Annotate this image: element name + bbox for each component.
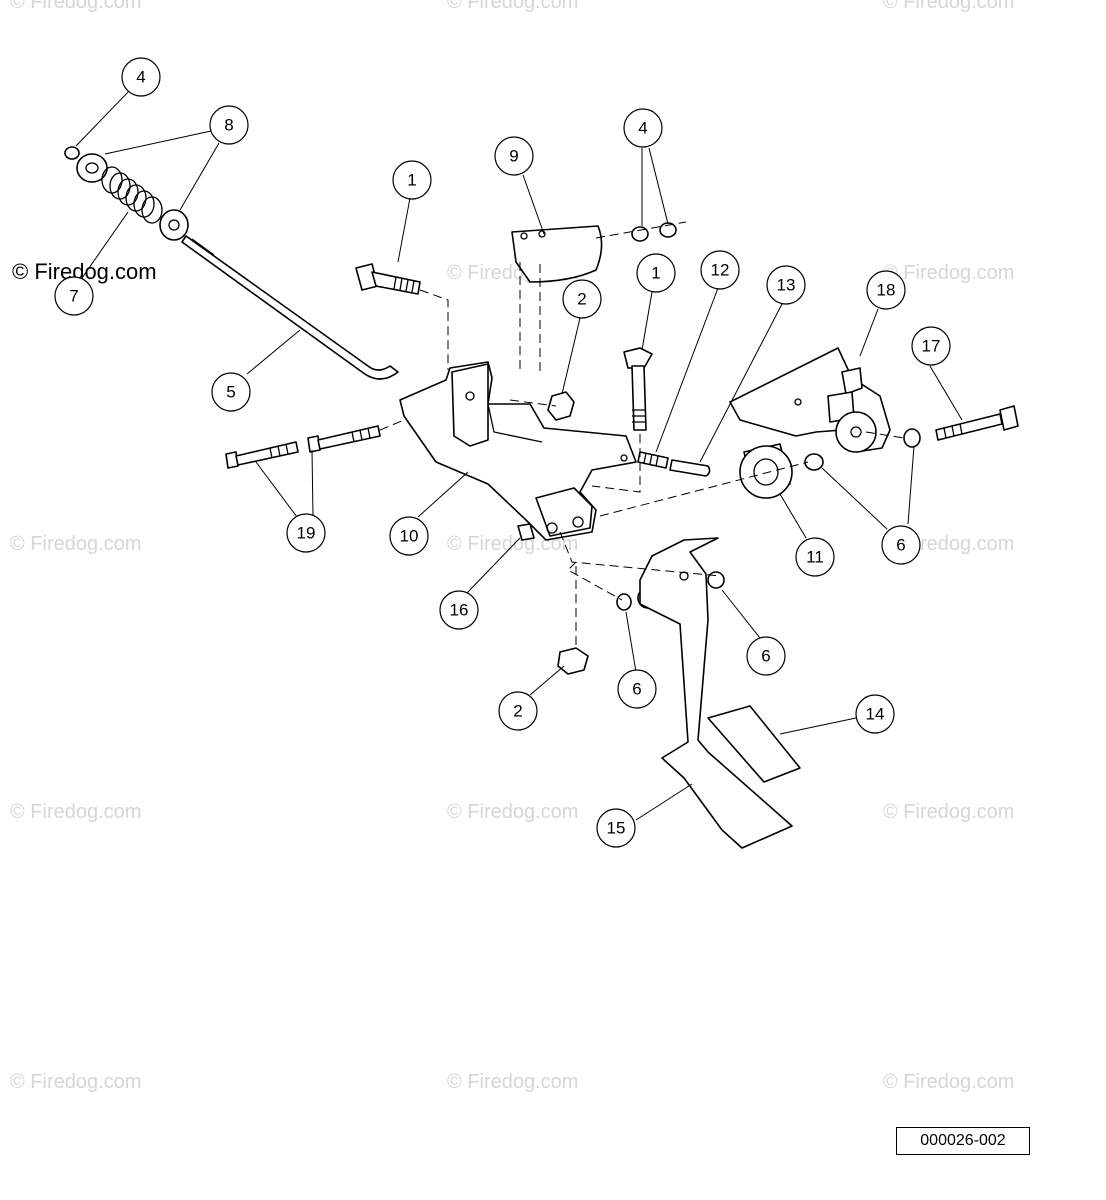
callout-6: 6: [881, 525, 921, 565]
brackets: [399, 225, 891, 541]
svg-text:7: 7: [69, 287, 78, 306]
callout-6: 6: [746, 636, 786, 676]
svg-text:16: 16: [450, 601, 469, 620]
callout-14: 14: [855, 694, 895, 734]
svg-text:19: 19: [297, 524, 316, 543]
watermark-text: © Firedog.com: [883, 262, 1014, 284]
watermark-text: © Firedog.com: [10, 1071, 141, 1093]
svg-text:1: 1: [651, 264, 660, 283]
callout-7: 7: [54, 276, 94, 316]
callout-16: 16: [439, 590, 479, 630]
callout-12: 12: [700, 250, 740, 290]
callout-4: 4: [121, 57, 161, 97]
callout-13: 13: [766, 265, 806, 305]
callout-18: 18: [866, 270, 906, 310]
svg-text:12: 12: [711, 261, 730, 280]
watermark-text: © Firedog.com: [10, 801, 141, 823]
reference-code-box: 000026-002: [896, 1127, 1030, 1155]
svg-text:6: 6: [761, 647, 770, 666]
svg-text:1: 1: [407, 171, 416, 190]
watermark-text: © Firedog.com: [447, 1071, 578, 1093]
svg-text:4: 4: [638, 119, 647, 138]
svg-text:5: 5: [226, 383, 235, 402]
svg-text:11: 11: [806, 548, 824, 567]
watermark-text: © Firedog.com: [883, 801, 1014, 823]
callout-8: 8: [209, 105, 249, 145]
callout-19: 19: [286, 513, 326, 553]
pedal-assembly: [639, 537, 801, 849]
svg-text:4: 4: [136, 68, 145, 87]
svg-text:13: 13: [777, 276, 796, 295]
watermark-text: © Firedog.com: [447, 0, 578, 13]
callout-1: 1: [392, 160, 432, 200]
watermark-text: © Firedog.com: [883, 0, 1014, 13]
svg-text:6: 6: [896, 536, 905, 555]
svg-text:2: 2: [577, 290, 586, 309]
callout-2: 2: [498, 691, 538, 731]
svg-text:17: 17: [922, 337, 941, 356]
watermark-text: © Firedog.com: [10, 533, 141, 555]
callout-6: 6: [617, 669, 657, 709]
callout-11: 11: [795, 537, 835, 577]
callout-5: 5: [211, 372, 251, 412]
svg-text:6: 6: [632, 680, 641, 699]
dashed-alignment-lines: [379, 221, 905, 648]
svg-text:14: 14: [866, 705, 885, 724]
callout-17: 17: [911, 326, 951, 366]
callout-balloons: 4 8 7 5 1 9 4 2 1 12 13 18 17 19 10 16 2…: [54, 57, 951, 848]
callout-4: 4: [623, 108, 663, 148]
watermark-text: © Firedog.com: [883, 1071, 1014, 1093]
callout-10: 10: [389, 516, 429, 556]
svg-text:8: 8: [224, 116, 233, 135]
leader-lines: [75, 90, 963, 821]
svg-text:15: 15: [607, 819, 626, 838]
watermark-text: © Firedog.com: [10, 0, 141, 13]
svg-text:2: 2: [513, 702, 522, 721]
svg-text:9: 9: [509, 147, 518, 166]
bolts: [225, 263, 1019, 477]
callout-2: 2: [562, 279, 602, 319]
watermark-text: © Firedog.com: [447, 801, 578, 823]
svg-text:18: 18: [877, 281, 896, 300]
callout-15: 15: [596, 808, 636, 848]
svg-text:10: 10: [400, 527, 419, 546]
spring-assembly: [64, 146, 399, 380]
callout-9: 9: [494, 136, 534, 176]
callout-1: 1: [636, 253, 676, 293]
